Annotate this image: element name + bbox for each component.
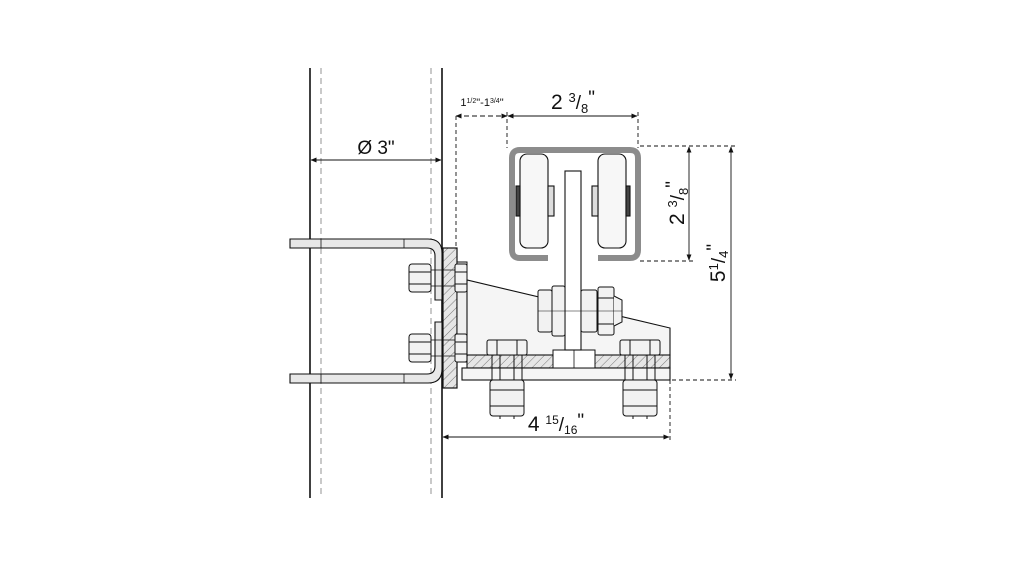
dim-overall-depth: 4 15/16" [528, 411, 584, 437]
u-bolt-top [289, 238, 443, 301]
dim-track-width: 2 3/8" [551, 88, 595, 116]
u-bolt-nut-top-left [408, 263, 432, 293]
dim-offset-range: 11/2"-13/4" [460, 97, 503, 109]
u-bolt-nut-bottom-left [408, 333, 432, 363]
base-plate-bottom [461, 367, 671, 381]
base-bolt-right [619, 339, 661, 419]
base-bolt-left [486, 339, 528, 419]
u-bolt-threads [431, 269, 455, 357]
trolley-wheel-right [591, 153, 631, 249]
u-bolt-nut-top-right [454, 263, 468, 293]
trolley-wheel-left [515, 153, 555, 249]
dim-overall-height: 51/4" [704, 244, 731, 282]
u-bolt-nut-bottom-right [454, 333, 468, 363]
u-bolt-bottom [289, 321, 443, 384]
hanger-bolt [537, 285, 623, 337]
dim-pipe-diameter: Ø 3" [357, 138, 394, 159]
trolley-hanger-plate [564, 170, 582, 351]
dimension-lines [310, 112, 736, 442]
track-channel [509, 147, 641, 261]
dim-track-height: 2 3/8" [663, 181, 691, 225]
